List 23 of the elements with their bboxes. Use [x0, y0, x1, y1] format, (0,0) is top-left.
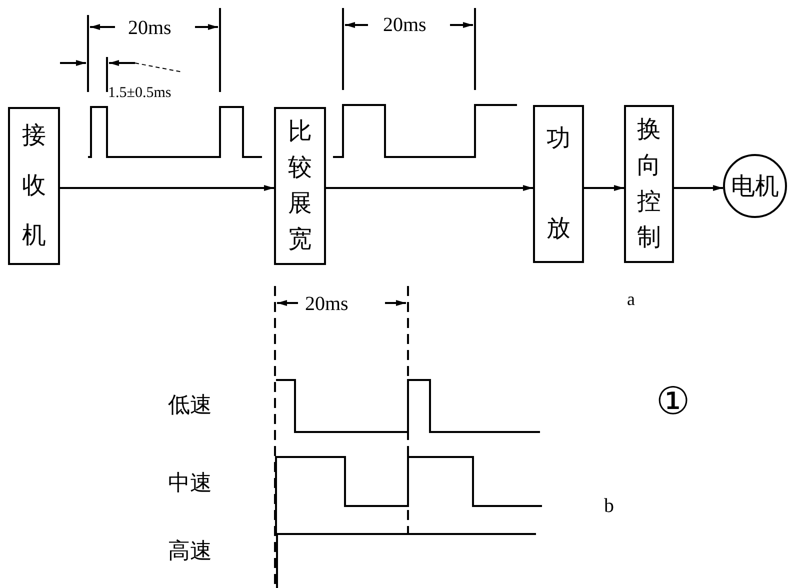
box-label: 电机 [731, 173, 779, 202]
process-box [624, 105, 674, 263]
process-box [8, 107, 60, 265]
signal-label: 中速 [168, 472, 212, 494]
dimension-label: 20ms [128, 18, 172, 38]
arrow [584, 185, 624, 191]
panel-label: b [604, 496, 614, 516]
box-label: 功放 [546, 125, 570, 244]
dimension-label: 1.5±0.5ms [108, 86, 172, 101]
dimension-label: 20ms [305, 294, 348, 314]
panel-label: a [627, 290, 635, 308]
arrow [60, 185, 274, 191]
dimension-label: 20ms [383, 15, 426, 35]
process-box [274, 107, 326, 265]
arrow [674, 185, 723, 191]
box-label: 接收机 [22, 122, 46, 251]
process-box [533, 105, 584, 263]
box-label: 比较展宽 [288, 118, 312, 255]
signal-label: 高速 [168, 540, 212, 562]
box-label: 换向控制 [637, 116, 661, 253]
figure-number: ① [656, 383, 690, 421]
signal-label: 低速 [168, 394, 212, 416]
arrow [326, 185, 533, 191]
